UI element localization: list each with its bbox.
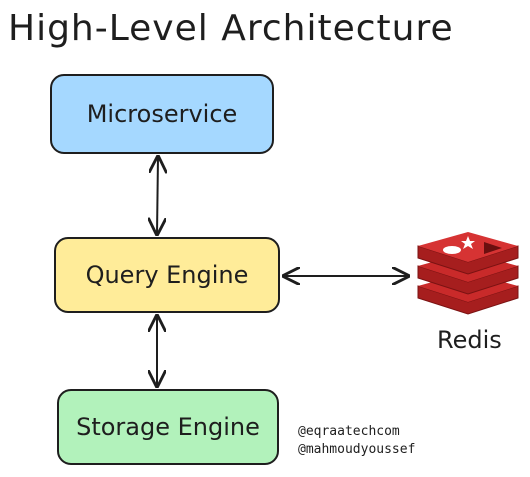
diagram-title: High-Level Architecture [8,8,454,49]
credit-handle-1: @eqraatechcom [298,424,400,439]
redis-label: Redis [437,326,502,354]
storage-engine-label: Storage Engine [76,413,260,441]
redis-logo-icon [417,232,519,315]
storage-engine-node[interactable]: Storage Engine [57,389,279,465]
query-engine-label: Query Engine [85,261,249,289]
query-engine-node[interactable]: Query Engine [54,237,280,313]
edge-microservice-query [157,157,158,234]
microservice-node[interactable]: Microservice [50,74,274,154]
microservice-label: Microservice [86,100,238,128]
credit-handle-2: @mahmoudyoussef [298,442,416,457]
